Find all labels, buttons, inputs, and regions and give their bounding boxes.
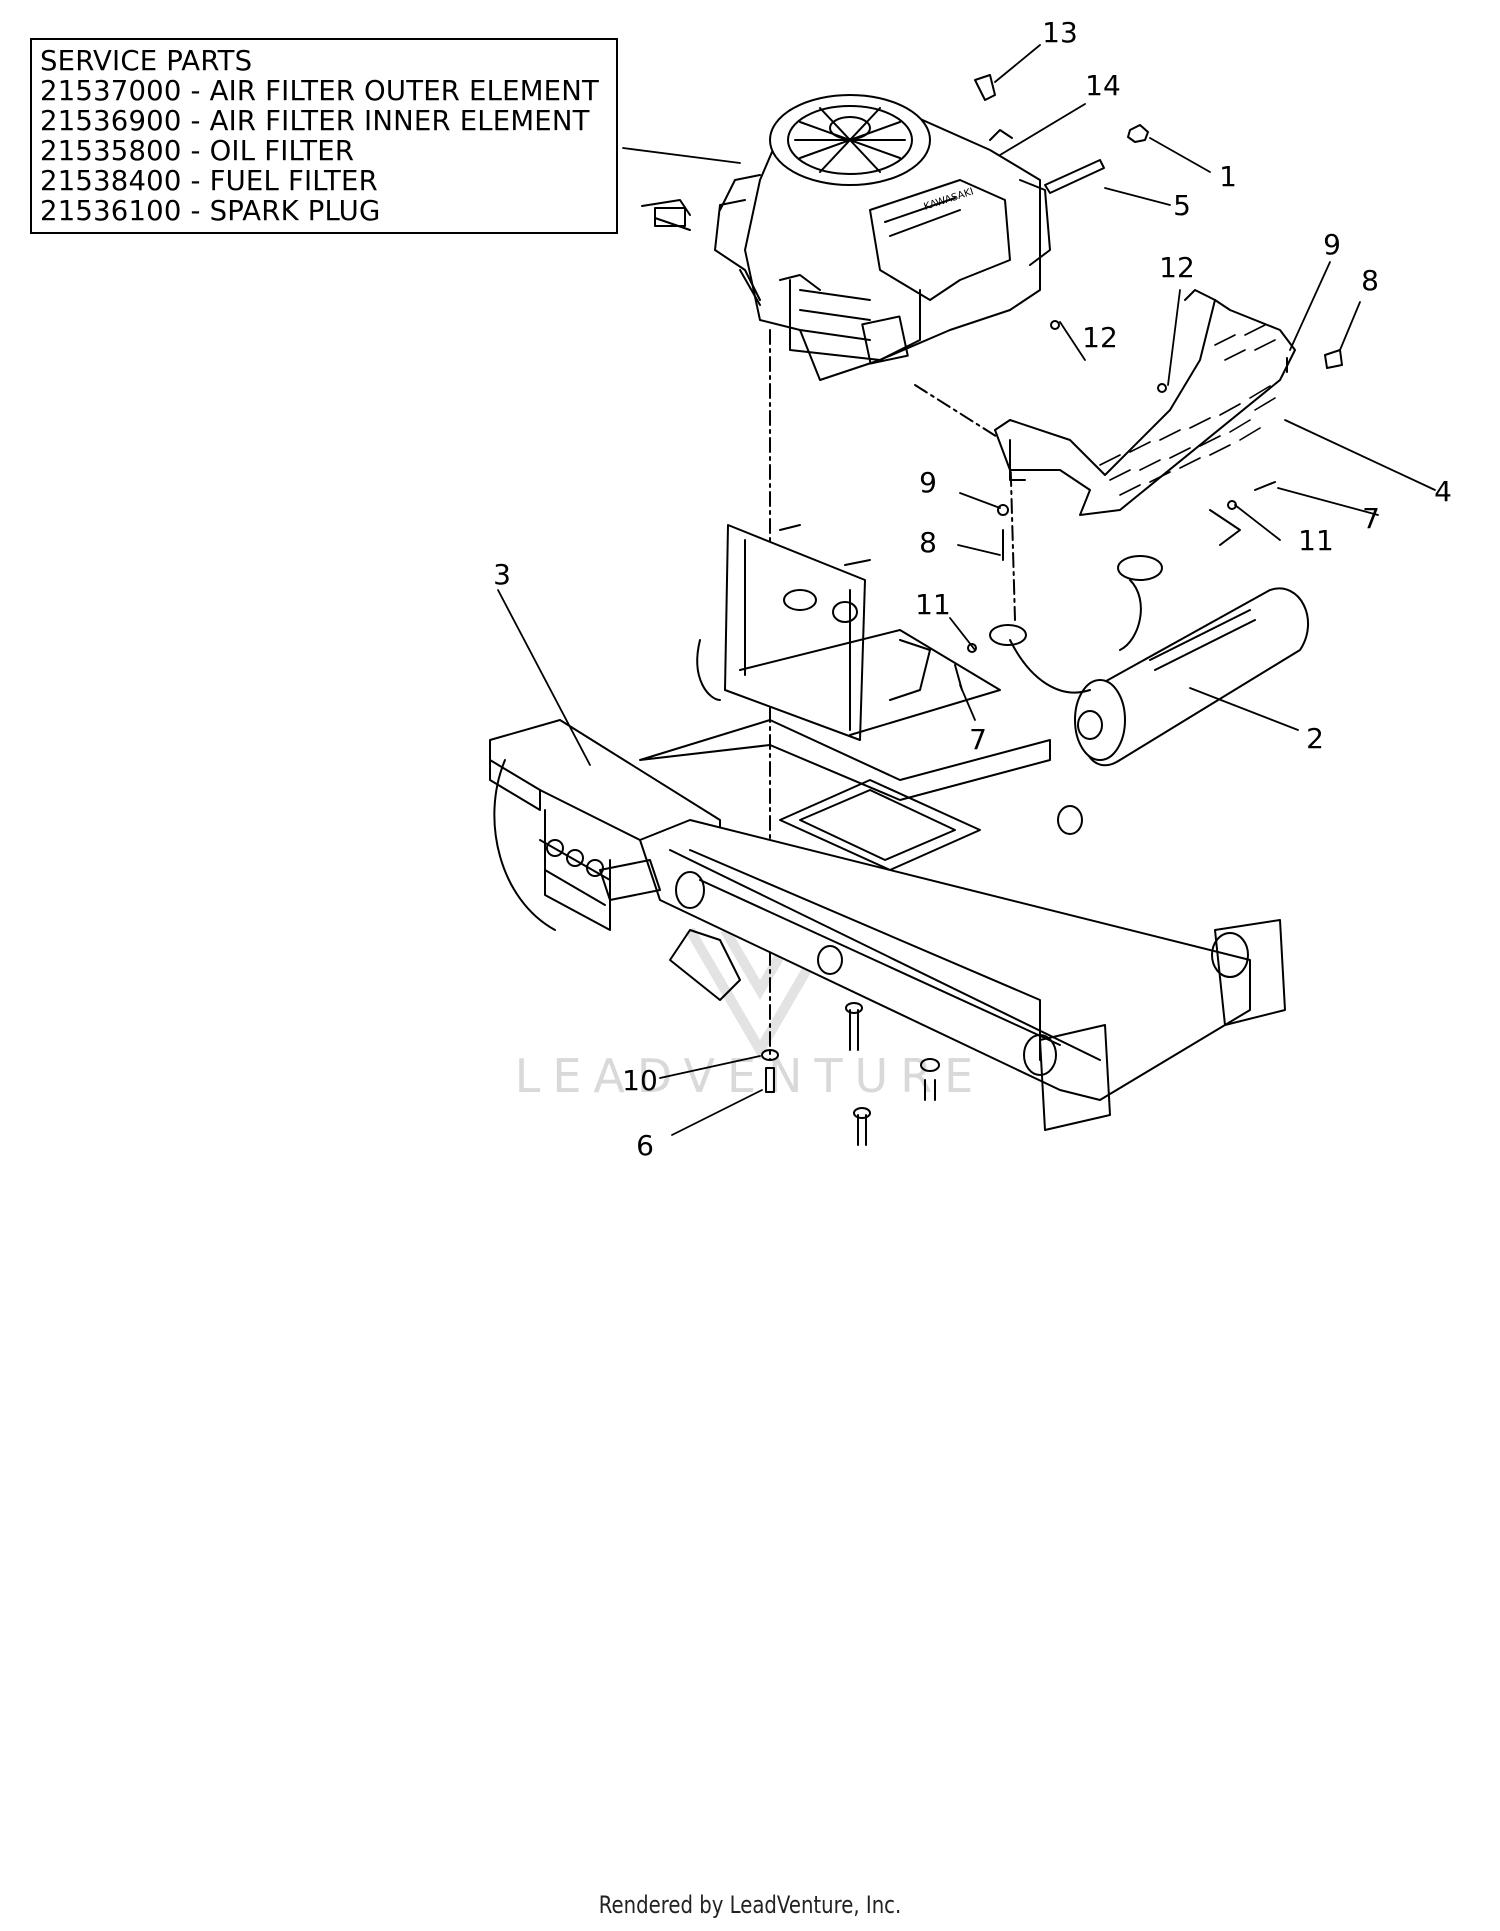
callout-8-lower: 8 (919, 526, 937, 559)
callout-10: 10 (622, 1064, 658, 1097)
engine-illustration: KAWASAKI (641, 94, 1051, 381)
watermark-text: LEADVENTURE (515, 1049, 986, 1103)
service-part-line: 21535800 - OIL FILTER (40, 135, 355, 167)
service-part-line: 21536900 - AIR FILTER INNER ELEMENT (40, 105, 590, 137)
callout-2: 2 (1306, 722, 1324, 755)
heat-shield-illustration (994, 289, 1296, 516)
service-part-line: 21538400 - FUEL FILTER (40, 165, 378, 197)
callout-12-lower: 12 (1082, 321, 1118, 354)
callout-13: 13 (1042, 16, 1078, 49)
service-parts-box: SERVICE PARTS 21537000 - AIR FILTER OUTE… (30, 38, 618, 234)
callout-6: 6 (636, 1129, 654, 1162)
hardware-illustration (761, 74, 1343, 1146)
callout-8-upper: 8 (1361, 264, 1379, 297)
callout-7-left: 7 (969, 723, 987, 756)
service-part-line: 21536100 - SPARK PLUG (40, 195, 381, 227)
muffler-illustration (989, 509, 1310, 767)
callout-14: 14 (1085, 69, 1121, 102)
callout-3: 3 (493, 558, 511, 591)
service-part-line: 21537000 - AIR FILTER OUTER ELEMENT (40, 75, 599, 107)
callout-1: 1 (1219, 160, 1237, 193)
callout-9-lower: 9 (919, 466, 937, 499)
callout-4: 4 (1434, 475, 1452, 508)
service-parts-heading: SERVICE PARTS (40, 45, 253, 77)
callout-11-right: 11 (1298, 524, 1334, 557)
callout-7-right: 7 (1362, 502, 1380, 535)
callout-9-upper: 9 (1323, 228, 1341, 261)
callout-5: 5 (1173, 189, 1191, 222)
callout-12-upper: 12 (1159, 251, 1195, 284)
leader-lines (497, 44, 1436, 1136)
footer-credit: Rendered by LeadVenture, Inc. (598, 1891, 902, 1919)
frame-illustration (489, 524, 1286, 1131)
callout-11-left: 11 (915, 588, 951, 621)
